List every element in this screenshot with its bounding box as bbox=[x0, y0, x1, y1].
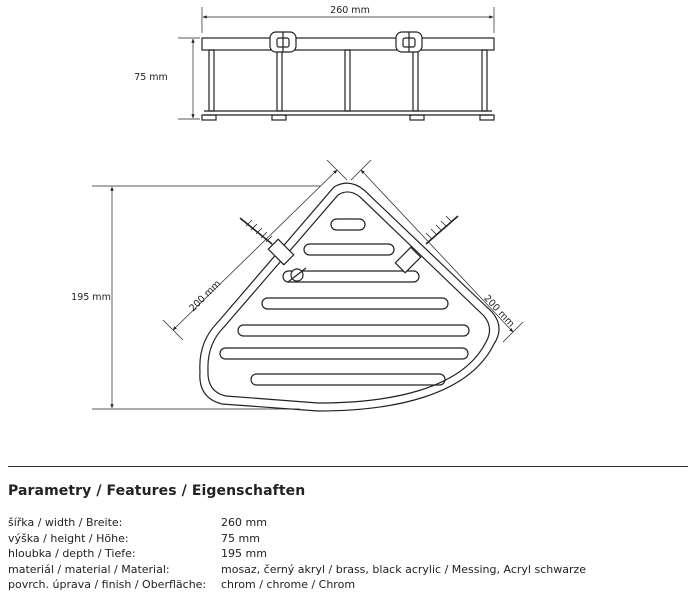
slot bbox=[282, 270, 420, 283]
technical-drawing: 260 mm 75 mm bbox=[71, 5, 524, 412]
tray-outline bbox=[199, 182, 500, 412]
param-label: hloubka / depth / Tiefe: bbox=[8, 547, 136, 561]
height-label: 75 mm bbox=[134, 72, 168, 83]
slot bbox=[330, 218, 366, 231]
param-value: chrom / chrome / Chrom bbox=[221, 578, 356, 592]
slot bbox=[237, 324, 470, 337]
depth-label: 195 mm bbox=[71, 292, 111, 303]
param-value: mosaz, černý akryl / brass, black acryli… bbox=[221, 562, 587, 576]
slot bbox=[250, 373, 446, 386]
param-value: 195 mm bbox=[221, 547, 267, 561]
parameters-title: Parametry / Features / Eigenschaften bbox=[8, 483, 306, 499]
wall-bracket-left-top bbox=[239, 217, 307, 283]
param-label: povrch. úprava / finish / Oberfläche: bbox=[8, 578, 207, 592]
section-divider bbox=[8, 466, 688, 467]
width-label: 260 mm bbox=[330, 5, 370, 16]
param-value: 260 mm bbox=[221, 516, 267, 529]
side-left-label: 200 mm bbox=[187, 278, 223, 314]
slot bbox=[303, 243, 395, 256]
top-rail bbox=[201, 37, 495, 51]
wall-bracket-right-top bbox=[394, 215, 459, 274]
param-label: výška / height / Höhe: bbox=[8, 531, 129, 545]
param-label: materiál / material / Material: bbox=[8, 562, 170, 576]
front-view bbox=[178, 7, 495, 121]
top-view bbox=[92, 159, 524, 412]
param-value: 75 mm bbox=[221, 531, 260, 545]
slot bbox=[219, 347, 469, 360]
param-label: šířka / width / Breite: bbox=[8, 516, 123, 529]
side-right-dimension-line bbox=[360, 169, 514, 333]
side-left-dimension-line bbox=[172, 169, 338, 331]
slot bbox=[261, 297, 449, 310]
